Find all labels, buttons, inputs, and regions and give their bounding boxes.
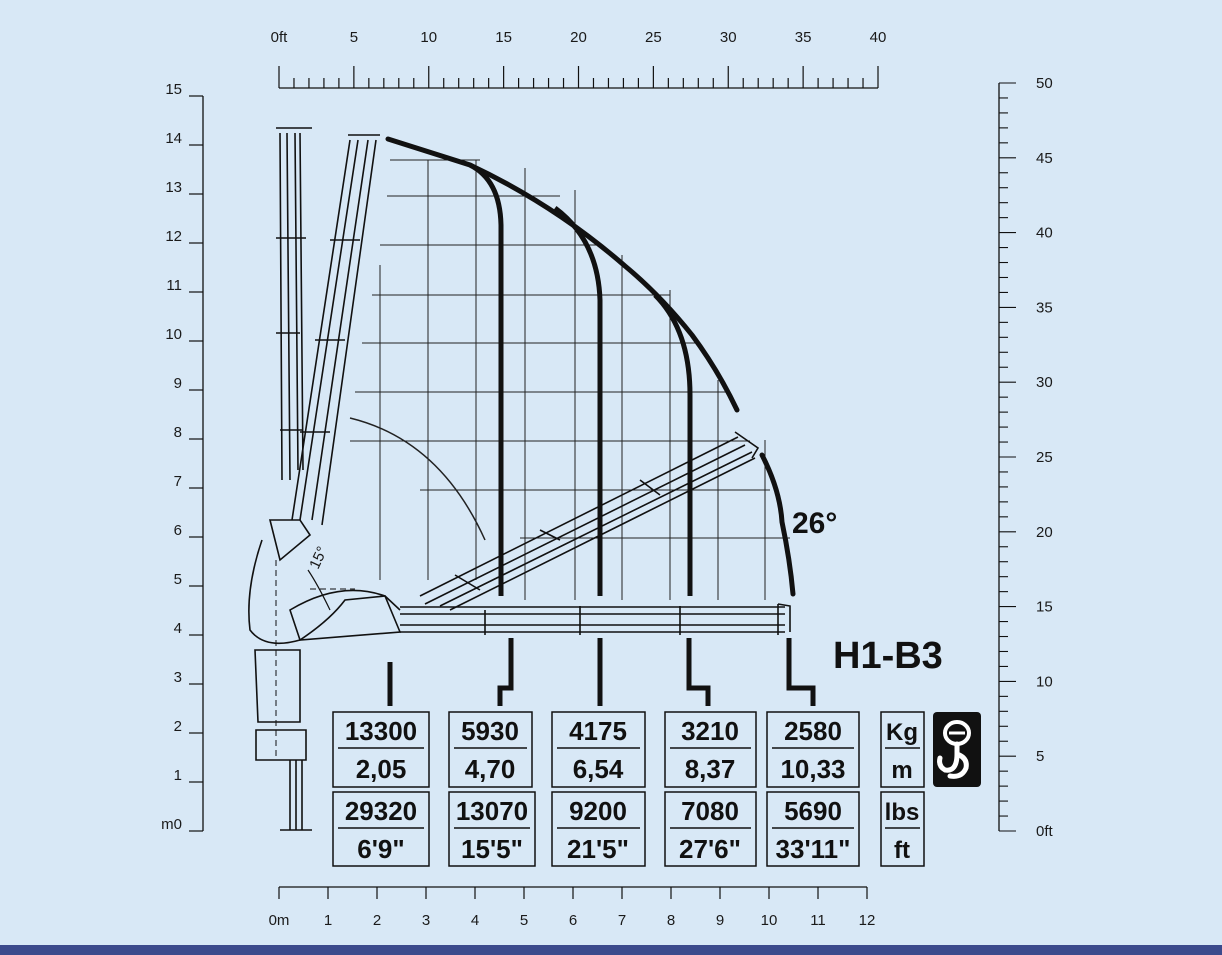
scale-tick-label: 11 — [166, 277, 182, 294]
angle-small-label: 15° — [306, 544, 331, 572]
scale-tick-label: 5 — [520, 912, 528, 929]
reach-grid — [350, 159, 790, 600]
scale-tick-label: 40 — [1036, 225, 1053, 242]
scale-tick-label: 2 — [373, 912, 381, 929]
footer-bar — [0, 945, 1222, 955]
unit-ft-label: ft — [894, 837, 910, 864]
load-ft-value: 33'11" — [776, 834, 851, 864]
angle-label: 26° — [792, 507, 837, 540]
load-kg-value: 13300 — [345, 716, 417, 746]
load-m-value: 6,54 — [573, 754, 624, 784]
scale-tick-label: 20 — [1036, 524, 1053, 541]
imperial-load-boxes — [332, 791, 860, 867]
scale-tick-label: m0 — [161, 816, 182, 833]
load-ft-value: 27'6" — [679, 834, 741, 864]
scale-tick-label: 13 — [165, 179, 182, 196]
load-lbs-value: 29320 — [345, 796, 417, 826]
load-kg-value: 5930 — [461, 716, 519, 746]
scale-tick-label: 8 — [174, 424, 182, 441]
load-m-value: 10,33 — [780, 754, 845, 784]
unit-lbs-label: lbs — [885, 799, 920, 826]
scale-tick-label: 15 — [165, 81, 182, 98]
crane-hook-icon — [933, 712, 981, 787]
unit-m-label: m — [891, 757, 912, 784]
hanging-lines — [387, 638, 816, 706]
scale-tick-label: 11 — [810, 912, 826, 929]
scale-tick-label: 40 — [870, 29, 887, 46]
scale-tick-label: 9 — [716, 912, 724, 929]
unit-kg-label: Kg — [886, 719, 918, 746]
inner-arc — [349, 417, 486, 541]
right-feet-scale: 0ft 5 10 15 20 25 30 35 40 45 50 — [998, 75, 1054, 840]
scale-tick-label: 8 — [667, 912, 675, 929]
metric-load-boxes — [332, 711, 860, 788]
scale-tick-label: 12 — [165, 228, 182, 245]
load-kg-value: 4175 — [569, 716, 627, 746]
scale-tick-label: 0ft — [1036, 823, 1054, 840]
angle-arc-15 — [307, 569, 331, 611]
scale-tick-label: 20 — [570, 29, 587, 46]
load-kg-value: 2580 — [784, 716, 842, 746]
scale-tick-label: 5 — [174, 571, 182, 588]
scale-tick-label: 50 — [1036, 75, 1053, 92]
scale-tick-label: 30 — [1036, 374, 1053, 391]
scale-tick-label: 25 — [1036, 449, 1053, 466]
scale-tick-label: 15 — [495, 29, 512, 46]
scale-tick-label: 35 — [795, 29, 812, 46]
load-lbs-value: 5690 — [784, 796, 842, 826]
load-ft-value: 15'5" — [461, 834, 523, 864]
crane-boom-drawing — [248, 127, 791, 831]
scale-tick-label: 35 — [1036, 299, 1053, 316]
scale-tick-label: 5 — [1036, 748, 1044, 765]
load-lbs-value: 9200 — [569, 796, 627, 826]
scale-tick-label: 6 — [569, 912, 577, 929]
unit-legend: Kg m lbs ft — [880, 711, 925, 867]
scale-tick-label: 10 — [165, 326, 182, 343]
scale-tick-label: 15 — [1036, 599, 1053, 616]
scale-tick-label: 7 — [618, 912, 626, 929]
working-envelope — [385, 136, 796, 597]
top-feet-scale: 0ft 5 10 15 20 25 30 35 40 — [271, 29, 887, 89]
scale-tick-label: 10 — [761, 912, 778, 929]
scale-tick-label: 5 — [350, 29, 358, 46]
load-kg-value: 3210 — [681, 716, 739, 746]
load-m-value: 2,05 — [356, 754, 407, 784]
scale-tick-label: 25 — [645, 29, 662, 46]
load-ft-value: 21'5" — [567, 834, 629, 864]
load-lbs-value: 13070 — [456, 796, 528, 826]
load-ft-value: 6'9" — [357, 834, 404, 864]
imperial-load-values: 29320 6'9" 13070 15'5" 9200 21'5" 7080 2… — [345, 796, 851, 864]
scale-tick-label: 4 — [174, 620, 182, 637]
scale-tick-label: 45 — [1036, 150, 1053, 167]
scale-tick-label: 3 — [174, 669, 182, 686]
scale-tick-label: 7 — [174, 473, 182, 490]
scale-tick-label: 10 — [1036, 673, 1053, 690]
scale-tick-label: 1 — [324, 912, 332, 929]
scale-tick-label: 3 — [422, 912, 430, 929]
scale-tick-label: 0m — [269, 912, 290, 929]
load-lbs-value: 7080 — [681, 796, 739, 826]
scale-tick-label: 4 — [471, 912, 479, 929]
load-m-value: 8,37 — [685, 754, 736, 784]
scale-tick-label: 30 — [720, 29, 737, 46]
scale-tick-label: 9 — [174, 375, 182, 392]
scale-tick-label: 2 — [174, 718, 182, 735]
scale-tick-label: 10 — [420, 29, 437, 46]
model-label: H1-B3 — [833, 635, 943, 677]
load-curves — [468, 162, 693, 596]
metric-load-values: 13300 2,05 5930 4,70 4175 6,54 3210 8,37… — [345, 716, 846, 784]
load-m-value: 4,70 — [465, 754, 516, 784]
scale-tick-label: 14 — [165, 130, 182, 147]
scale-tick-label: 6 — [174, 522, 182, 539]
scale-tick-label: 1 — [174, 767, 182, 784]
scale-tick-label: 12 — [859, 912, 876, 929]
scale-tick-label: 0ft — [271, 29, 289, 46]
